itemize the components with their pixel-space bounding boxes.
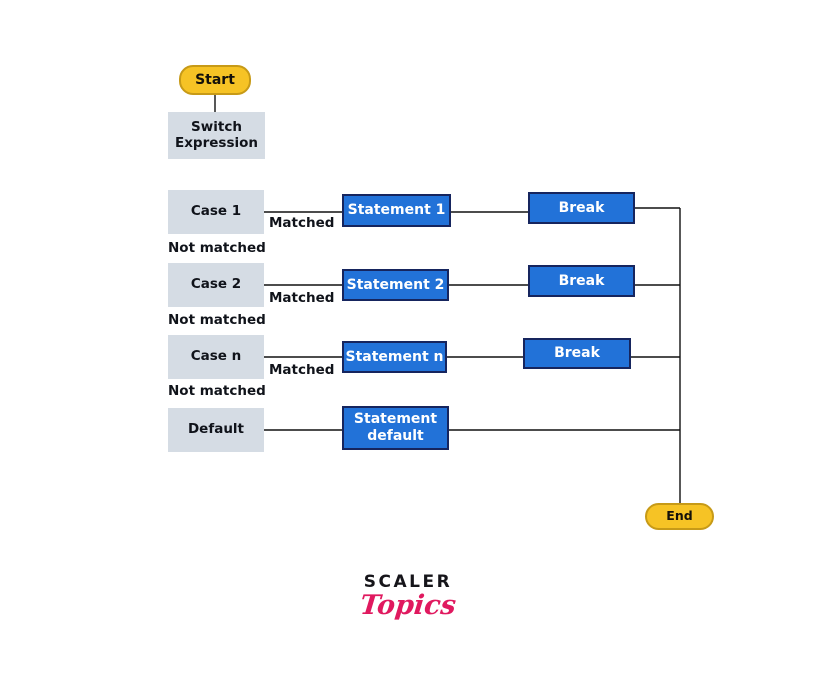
statement-1-label: Statement 1 — [347, 202, 446, 219]
node-start[interactable]: Start — [179, 65, 251, 95]
case-n-label: Case n — [190, 348, 242, 365]
case-2-label: Case 2 — [190, 276, 242, 293]
node-statement-n[interactable]: Statement n — [342, 341, 447, 373]
edge-label-matched-n: Matched — [269, 362, 335, 378]
node-statement-default[interactable]: Statement default — [342, 406, 449, 450]
default-label: Default — [187, 421, 245, 438]
statement-2-label: Statement 2 — [346, 276, 445, 293]
edge-label-not-matched-n: Not matched — [168, 383, 266, 399]
node-case-1[interactable]: Case 1 — [168, 190, 264, 234]
scaler-topics-watermark: SCALER Topics — [338, 572, 478, 621]
watermark-primary-text: SCALER — [363, 572, 453, 592]
node-end[interactable]: End — [645, 503, 714, 530]
node-break-n[interactable]: Break — [523, 338, 631, 369]
edge-label-matched-1: Matched — [269, 215, 335, 231]
break-1-label: Break — [558, 199, 605, 216]
node-switch-expression[interactable]: Switch Expression — [168, 112, 265, 159]
node-end-label: End — [666, 508, 693, 524]
switch-expression-line-2: Expression — [175, 134, 258, 151]
node-default[interactable]: Default — [168, 408, 264, 452]
edge-label-not-matched-1: Not matched — [168, 240, 266, 256]
switch-expression-line-1: Switch — [191, 118, 242, 135]
watermark-secondary-text: Topics — [358, 590, 458, 621]
node-statement-2[interactable]: Statement 2 — [342, 269, 449, 301]
edge-label-matched-2: Matched — [269, 290, 335, 306]
statement-default-line-1: Statement — [353, 411, 438, 428]
break-n-label: Break — [554, 345, 600, 362]
edge-label-not-matched-2: Not matched — [168, 312, 266, 328]
node-start-label: Start — [195, 71, 235, 88]
case-1-label: Case 1 — [190, 203, 242, 220]
node-break-1[interactable]: Break — [528, 192, 635, 224]
node-case-n[interactable]: Case n — [168, 335, 264, 379]
node-statement-1[interactable]: Statement 1 — [342, 194, 451, 227]
node-break-2[interactable]: Break — [528, 265, 635, 297]
statement-n-label: Statement n — [345, 348, 444, 365]
statement-default-line-2: default — [367, 428, 424, 444]
break-2-label: Break — [558, 272, 605, 289]
node-case-2[interactable]: Case 2 — [168, 263, 264, 307]
